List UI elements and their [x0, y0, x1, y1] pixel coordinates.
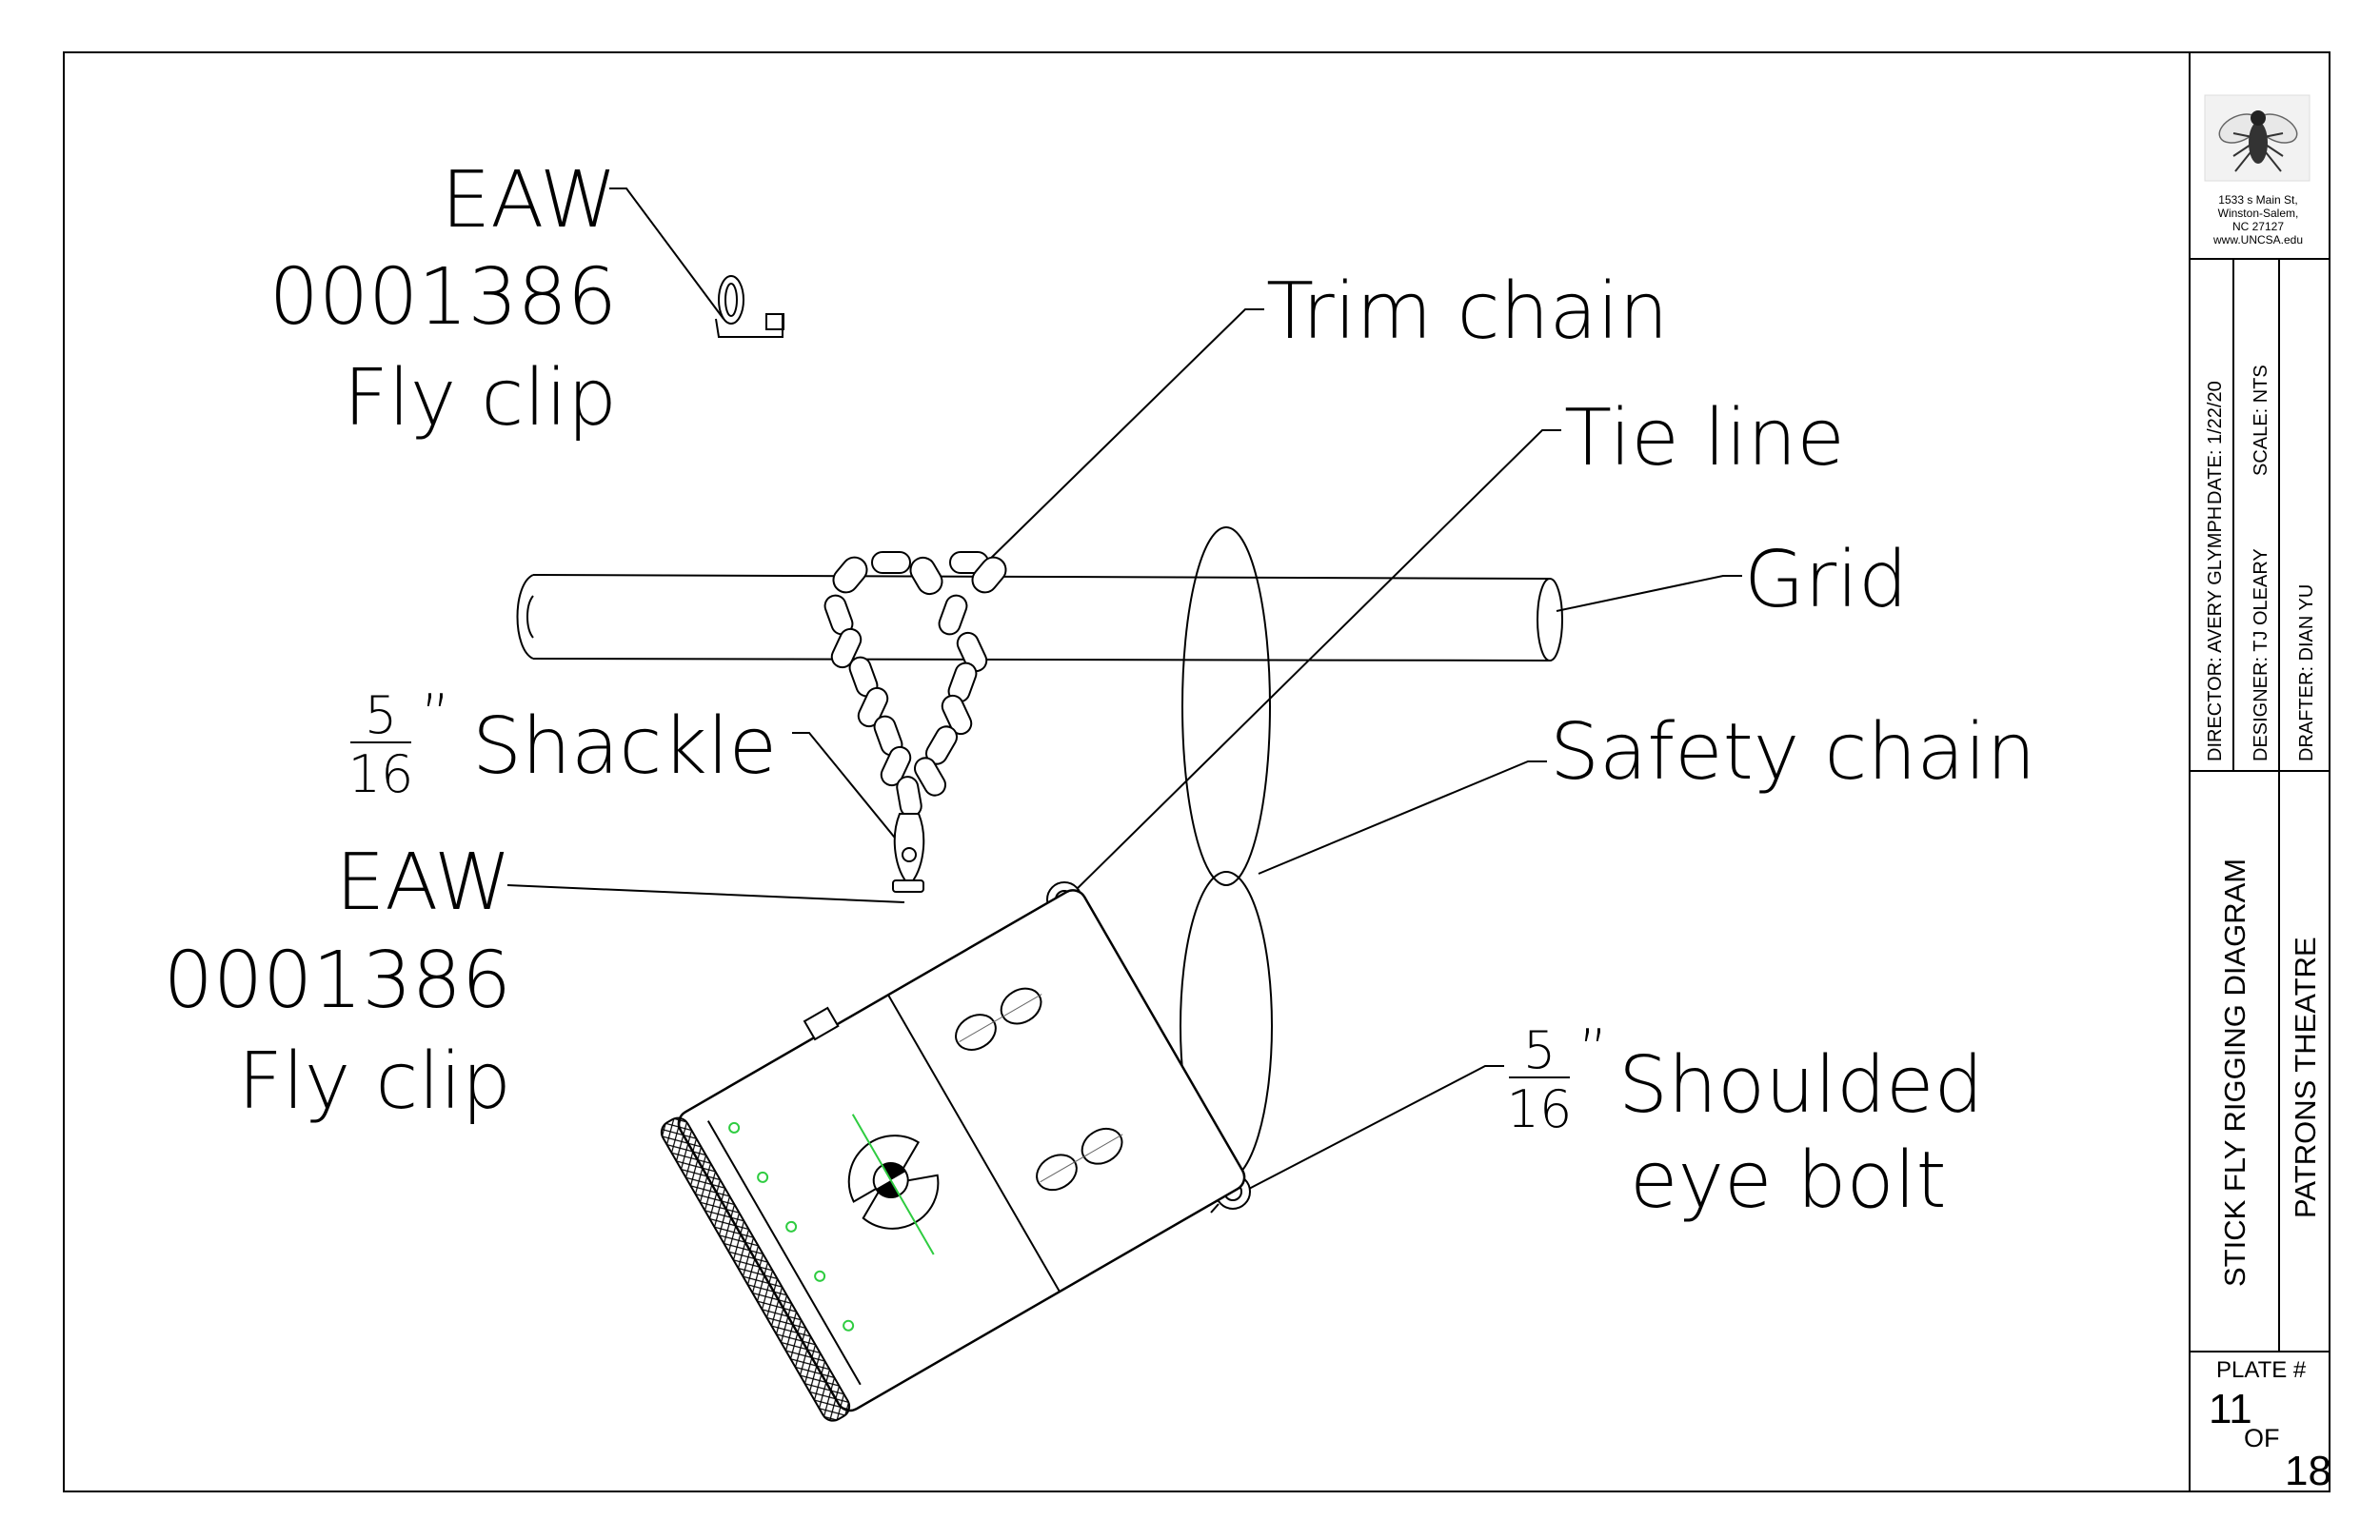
safety-chain	[1180, 526, 1273, 1181]
address-line: www.UNCSA.edu	[2212, 233, 2303, 247]
driver-cg-mark	[847, 1114, 940, 1255]
shackle-numerator: 5	[365, 685, 397, 745]
tie-line-label: Tie line	[1564, 393, 1845, 484]
fly-clip-small	[715, 275, 784, 338]
director-credit: DIRECTOR: AVERY GLYMPH	[2205, 506, 2226, 761]
fly-clip-top-line2: 0001386	[269, 252, 617, 343]
drafter-credit: DRAFTER: DIAN YU	[2296, 584, 2317, 761]
drawing-title: STICK FLY RIGGING DIAGRAM	[2218, 859, 2251, 1287]
alignment-markers	[728, 1121, 855, 1332]
shackle-unit: ”	[421, 682, 450, 749]
plate-total: 18	[2285, 1448, 2331, 1494]
title-block	[2189, 52, 2330, 1491]
fly-clip-top-line3: Fly clip	[344, 353, 617, 444]
eye-bolt-numerator: 5	[1523, 1020, 1556, 1080]
fly-clip-mid-line2: 0001386	[164, 936, 511, 1026]
trim-chain-label: Trim chain	[1266, 267, 1669, 357]
grid-pipe	[516, 574, 1563, 661]
trim-chain	[823, 551, 1007, 818]
fly-insect-icon	[2204, 94, 2311, 182]
eye-bolt-unit: ”	[1578, 1017, 1608, 1084]
grid-label: Grid	[1744, 535, 1908, 625]
safety-chain-label: Safety chain	[1550, 707, 2035, 798]
address-line: NC 27127	[2232, 220, 2284, 233]
callout-fly-clip-top: EAW 0001386 Fly clip	[269, 155, 617, 444]
shackle	[892, 813, 925, 893]
venue-name: PATRONS THEATRE	[2289, 937, 2322, 1218]
callout-fly-clip-mid: EAW 0001386 Fly clip	[164, 838, 511, 1127]
fly-clip-top-line1: EAW	[442, 155, 618, 246]
designer-credit: DESIGNER: TJ OLEARY	[2251, 548, 2271, 761]
speaker-cabinet	[660, 889, 1246, 1422]
fly-clip-mid-line3: Fly clip	[238, 1037, 511, 1127]
address-line: Winston-Salem,	[2218, 207, 2299, 220]
address-block: 1533 s Main St, Winston-Salem, NC 27127 …	[2212, 193, 2303, 247]
leader-lines	[506, 188, 1742, 1191]
fly-clip-mid-line1: EAW	[336, 838, 512, 928]
eye-bolt-label: Shoulded	[1618, 1040, 1984, 1131]
address-line: 1533 s Main St,	[2218, 193, 2297, 207]
eye-bolt-callout: 5 16 ” Shoulded eye bolt	[1507, 1017, 1984, 1226]
eye-bolt-label-line2: eye bolt	[1630, 1135, 1947, 1226]
eye-bolt-denominator: 16	[1507, 1079, 1573, 1139]
shackle-denominator: 16	[348, 744, 414, 804]
scale-field: SCALE: NTS	[2251, 365, 2271, 476]
plate-number: 11	[2209, 1386, 2252, 1432]
plate-label: PLATE #	[2216, 1357, 2307, 1383]
plate-of: OF	[2244, 1424, 2280, 1452]
shackle-label: Shackle	[472, 701, 777, 792]
date-field: DATE: 1/22/20	[2205, 381, 2226, 504]
shackle-callout: 5 16 ” Shackle	[348, 682, 777, 804]
